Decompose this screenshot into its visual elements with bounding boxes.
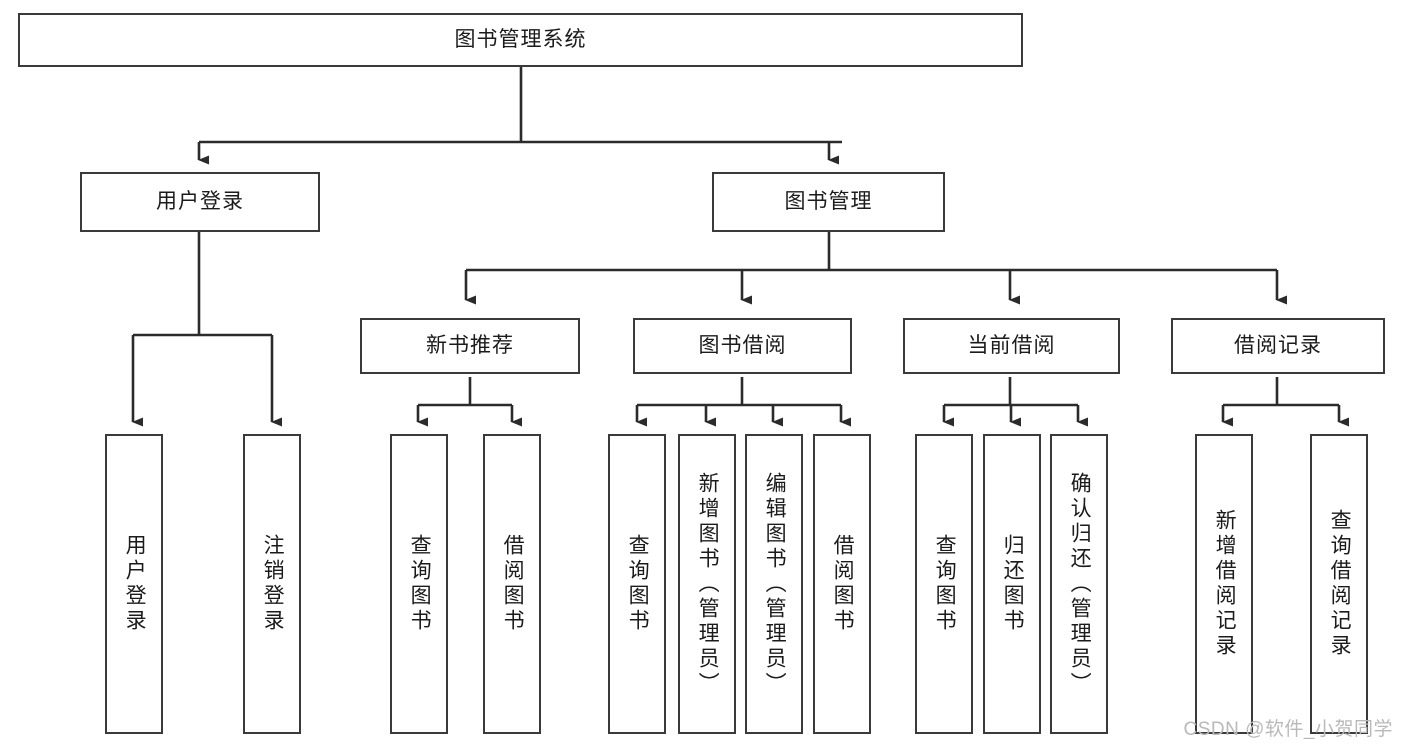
- node-leaf-rec-query[interactable]: 查询图书: [390, 434, 448, 734]
- node-leaf-rec-borrow-label: 借阅图书: [501, 534, 525, 634]
- node-book-manage-label: 图书管理: [784, 190, 873, 214]
- node-book-borrow[interactable]: 图书借阅: [633, 318, 852, 374]
- node-leaf-rec-search[interactable]: 查询借阅记录: [1310, 434, 1368, 734]
- node-leaf-borrow-query[interactable]: 查询图书: [608, 434, 666, 734]
- node-leaf-cur-confirm-label: 确认归还（管理员）: [1068, 471, 1092, 697]
- node-book-manage[interactable]: 图书管理: [712, 172, 945, 232]
- node-leaf-cur-confirm[interactable]: 确认归还（管理员）: [1050, 434, 1108, 734]
- node-leaf-user-logout[interactable]: 注销登录: [243, 434, 301, 734]
- node-leaf-borrow-add[interactable]: 新增图书（管理员）: [678, 434, 736, 734]
- node-leaf-cur-return-label: 归还图书: [1001, 534, 1025, 634]
- watermark: CSDN @软件_小贺同学: [1183, 719, 1393, 740]
- node-current-borrow-label: 当前借阅: [967, 334, 1056, 358]
- node-user-login[interactable]: 用户登录: [80, 172, 320, 232]
- node-leaf-rec-add[interactable]: 新增借阅记录: [1195, 434, 1253, 734]
- node-leaf-cur-query[interactable]: 查询图书: [915, 434, 973, 734]
- node-borrow-record-label: 借阅记录: [1234, 334, 1322, 358]
- node-leaf-borrow-lend[interactable]: 借阅图书: [813, 434, 871, 734]
- node-new-book-rec[interactable]: 新书推荐: [360, 318, 580, 374]
- node-leaf-cur-return[interactable]: 归还图书: [983, 434, 1041, 734]
- node-leaf-rec-add-label: 新增借阅记录: [1213, 509, 1237, 659]
- node-leaf-cur-query-label: 查询图书: [933, 534, 957, 634]
- node-leaf-user-login[interactable]: 用户登录: [105, 434, 163, 734]
- node-borrow-record[interactable]: 借阅记录: [1171, 318, 1385, 374]
- node-leaf-borrow-query-label: 查询图书: [626, 534, 650, 634]
- node-leaf-rec-search-label: 查询借阅记录: [1328, 509, 1352, 659]
- node-user-login-label: 用户登录: [156, 190, 244, 214]
- node-book-borrow-label: 图书借阅: [698, 334, 787, 358]
- node-leaf-borrow-lend-label: 借阅图书: [831, 534, 855, 634]
- node-leaf-user-login-label: 用户登录: [123, 534, 147, 634]
- node-root[interactable]: 图书管理系统: [18, 13, 1023, 67]
- node-new-book-rec-label: 新书推荐: [426, 334, 514, 358]
- node-leaf-borrow-edit-label: 编辑图书（管理员）: [763, 471, 787, 697]
- node-leaf-rec-query-label: 查询图书: [408, 534, 432, 634]
- node-leaf-borrow-edit[interactable]: 编辑图书（管理员）: [745, 434, 803, 734]
- node-leaf-borrow-add-label: 新增图书（管理员）: [696, 471, 720, 697]
- node-root-label: 图书管理系统: [454, 28, 587, 52]
- node-leaf-user-logout-label: 注销登录: [261, 534, 285, 634]
- node-leaf-rec-borrow[interactable]: 借阅图书: [483, 434, 541, 734]
- node-current-borrow[interactable]: 当前借阅: [903, 318, 1120, 374]
